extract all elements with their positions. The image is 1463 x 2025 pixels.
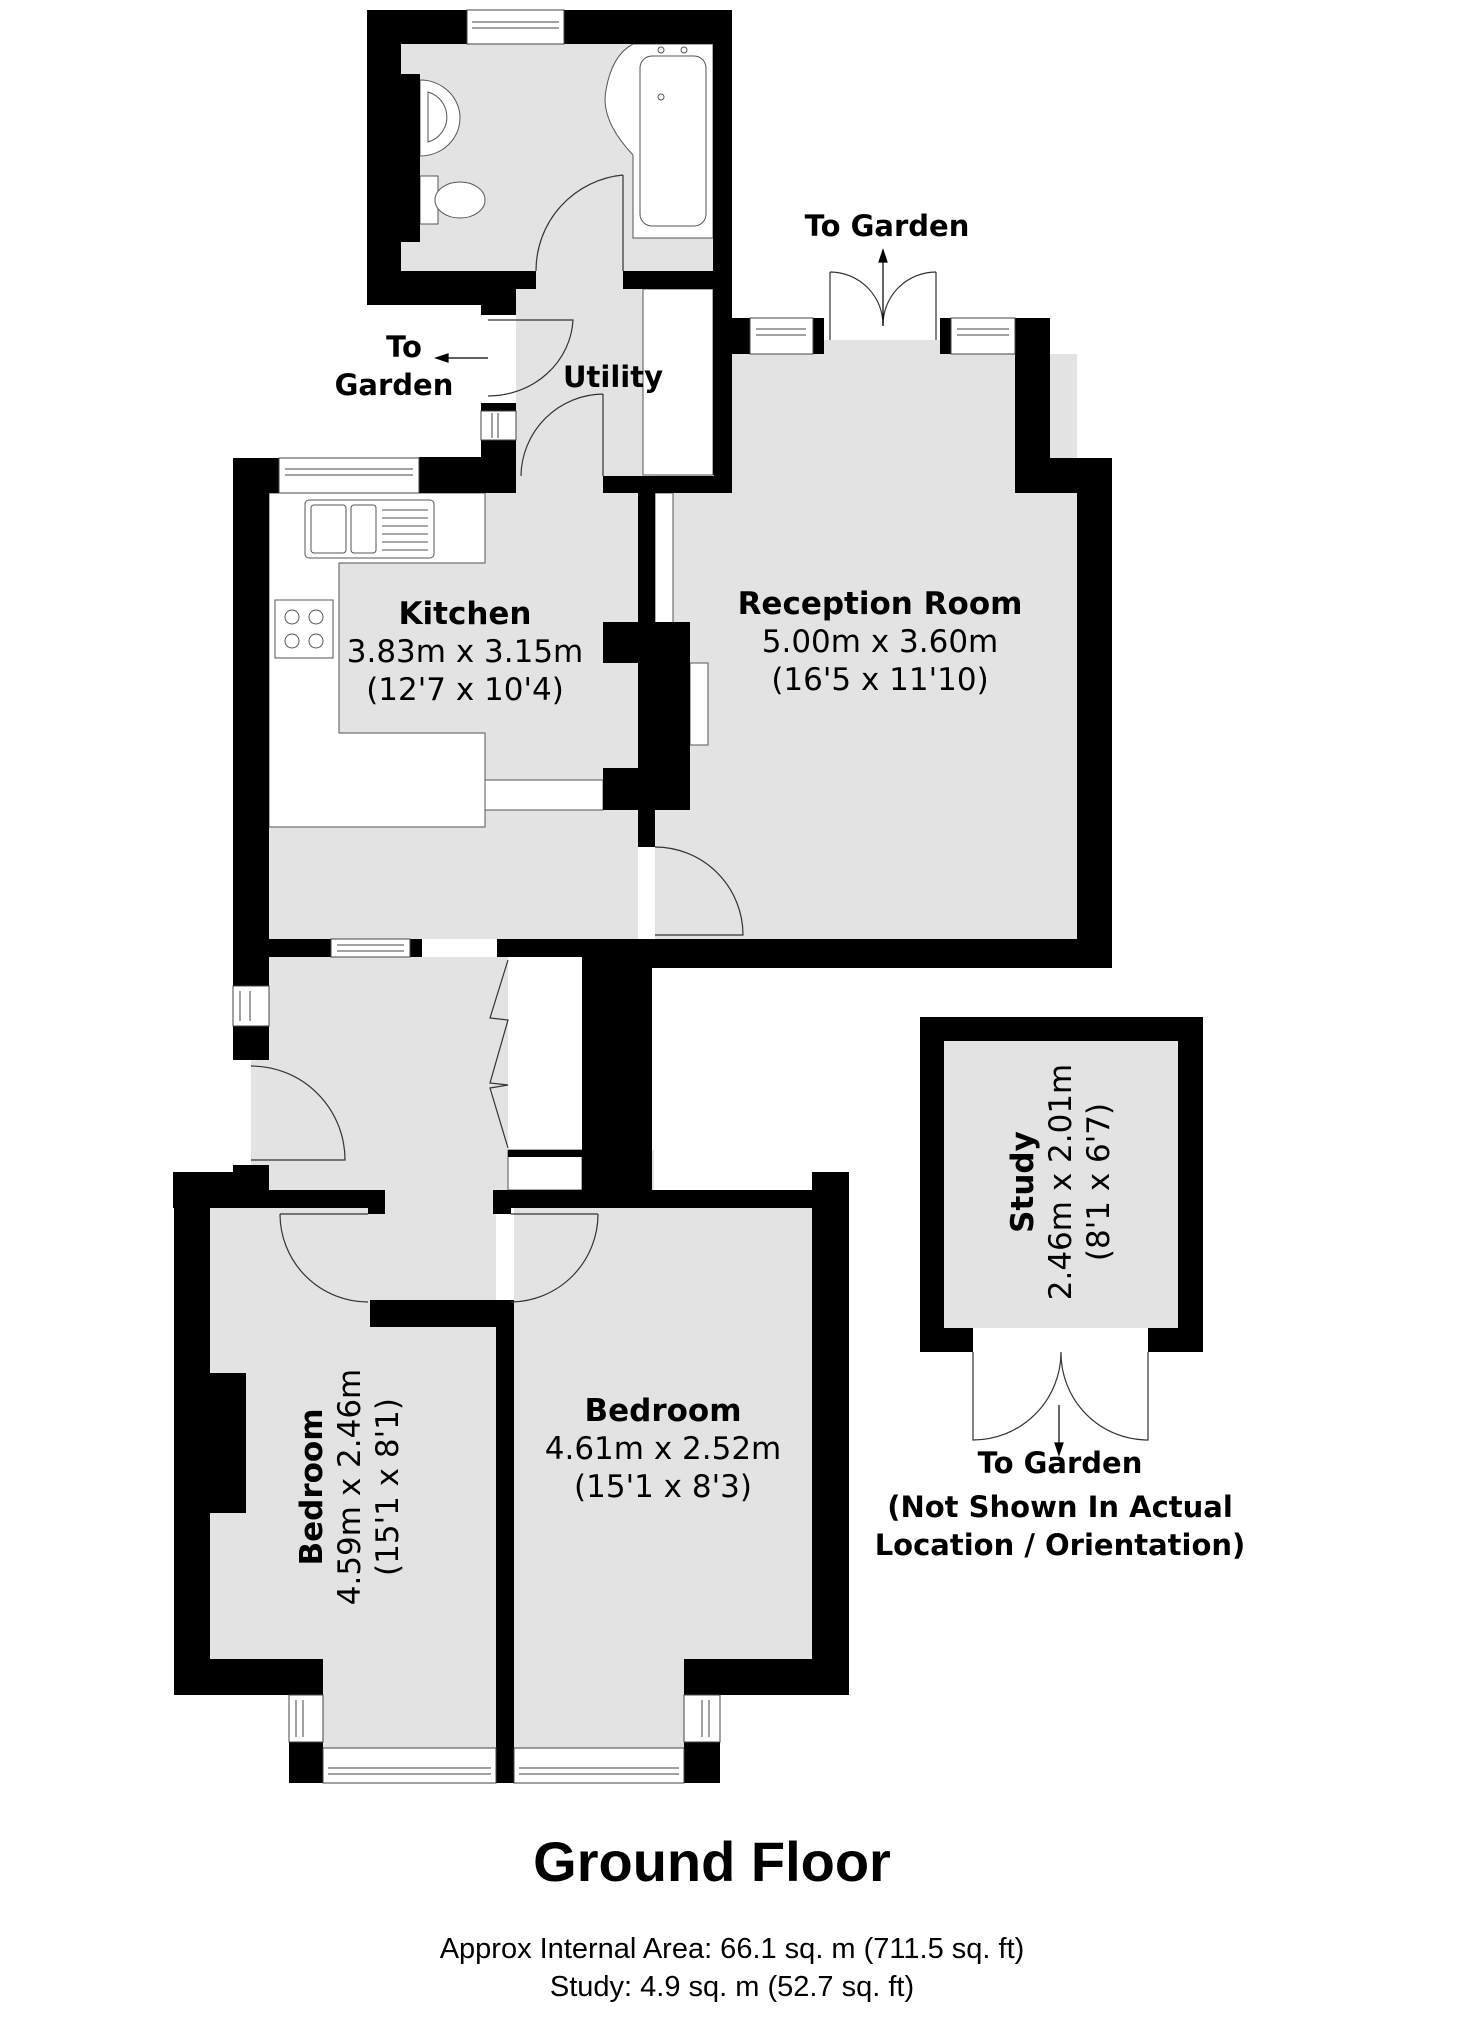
to-garden-label-study: To Garden	[977, 1446, 1143, 1480]
washbasin	[419, 79, 461, 157]
reception-label: Reception Room 5.00m x 3.60m (16'5 x 11'…	[720, 585, 1040, 699]
reception-imperial: (16'5 x 11'10)	[771, 662, 989, 698]
bedroom-left-imperial: (15'1 x 8'1)	[370, 1398, 406, 1576]
bedroom-right-label: Bedroom 4.61m x 2.52m (15'1 x 8'3)	[523, 1392, 803, 1506]
reception-metric: 5.00m x 3.60m	[761, 624, 999, 660]
window	[232, 985, 270, 1027]
walls	[173, 10, 1203, 1783]
study-note-line1: (Not Shown In Actual	[887, 1490, 1233, 1524]
study-name: Study	[1005, 1131, 1041, 1233]
window	[288, 1694, 324, 1743]
window	[950, 317, 1016, 355]
doors	[250, 174, 1149, 1441]
kitchen-imperial: (12'7 x 10'4)	[366, 672, 564, 708]
study-floor	[944, 1041, 1178, 1328]
bedroom-left-name: Bedroom	[294, 1408, 330, 1566]
window	[322, 1747, 497, 1784]
window	[330, 938, 411, 958]
study-label: Study 2.46m x 2.01m (8'1 x 6'7)	[1004, 1052, 1118, 1312]
study-metric: 2.46m x 2.01m	[1043, 1063, 1079, 1301]
kitchen-sink	[304, 499, 435, 559]
floor-title: Ground Floor	[533, 1830, 891, 1893]
approx-internal-area: Approx Internal Area: 66.1 sq. m (711.5 …	[439, 1933, 1025, 1965]
to-garden-label-left-line1: To	[386, 330, 422, 364]
to-garden-label-top: To Garden	[804, 209, 970, 243]
bathtub	[604, 43, 714, 239]
kitchen-metric: 3.83m x 3.15m	[346, 634, 584, 670]
utility-label: Utility	[563, 360, 663, 394]
bedroom-right-name: Bedroom	[584, 1393, 742, 1429]
window	[749, 317, 814, 355]
windows	[232, 9, 1016, 1784]
kitchen-worktop	[268, 492, 486, 828]
study-imperial: (8'1 x 6'7)	[1081, 1102, 1117, 1262]
arrows	[434, 248, 1064, 1457]
study-note-line2: Location / Orientation)	[874, 1528, 1246, 1562]
kitchen-label: Kitchen 3.83m x 3.15m (12'7 x 10'4)	[335, 595, 595, 709]
bedroom-left-metric: 4.59m x 2.46m	[332, 1368, 368, 1606]
kitchen-name: Kitchen	[398, 596, 532, 632]
fixtures	[268, 43, 714, 1191]
bedroom-left-label: Bedroom 4.59m x 2.46m (15'1 x 8'1)	[293, 1357, 407, 1617]
study-area: Study: 4.9 sq. m (52.7 sq. ft)	[549, 1971, 915, 2003]
bedroom-right-imperial: (15'1 x 8'3)	[574, 1469, 752, 1505]
window	[466, 9, 565, 45]
toilet-bowl	[434, 181, 486, 219]
kitchen-hob	[274, 599, 334, 659]
bedroom-right-metric: 4.61m x 2.52m	[544, 1431, 782, 1467]
to-garden-label-left-line2: Garden	[334, 368, 454, 402]
utility-cupboard	[642, 288, 714, 476]
window	[513, 1747, 685, 1784]
reception-name: Reception Room	[737, 586, 1023, 622]
bedroom-left-floor	[210, 1208, 496, 1659]
